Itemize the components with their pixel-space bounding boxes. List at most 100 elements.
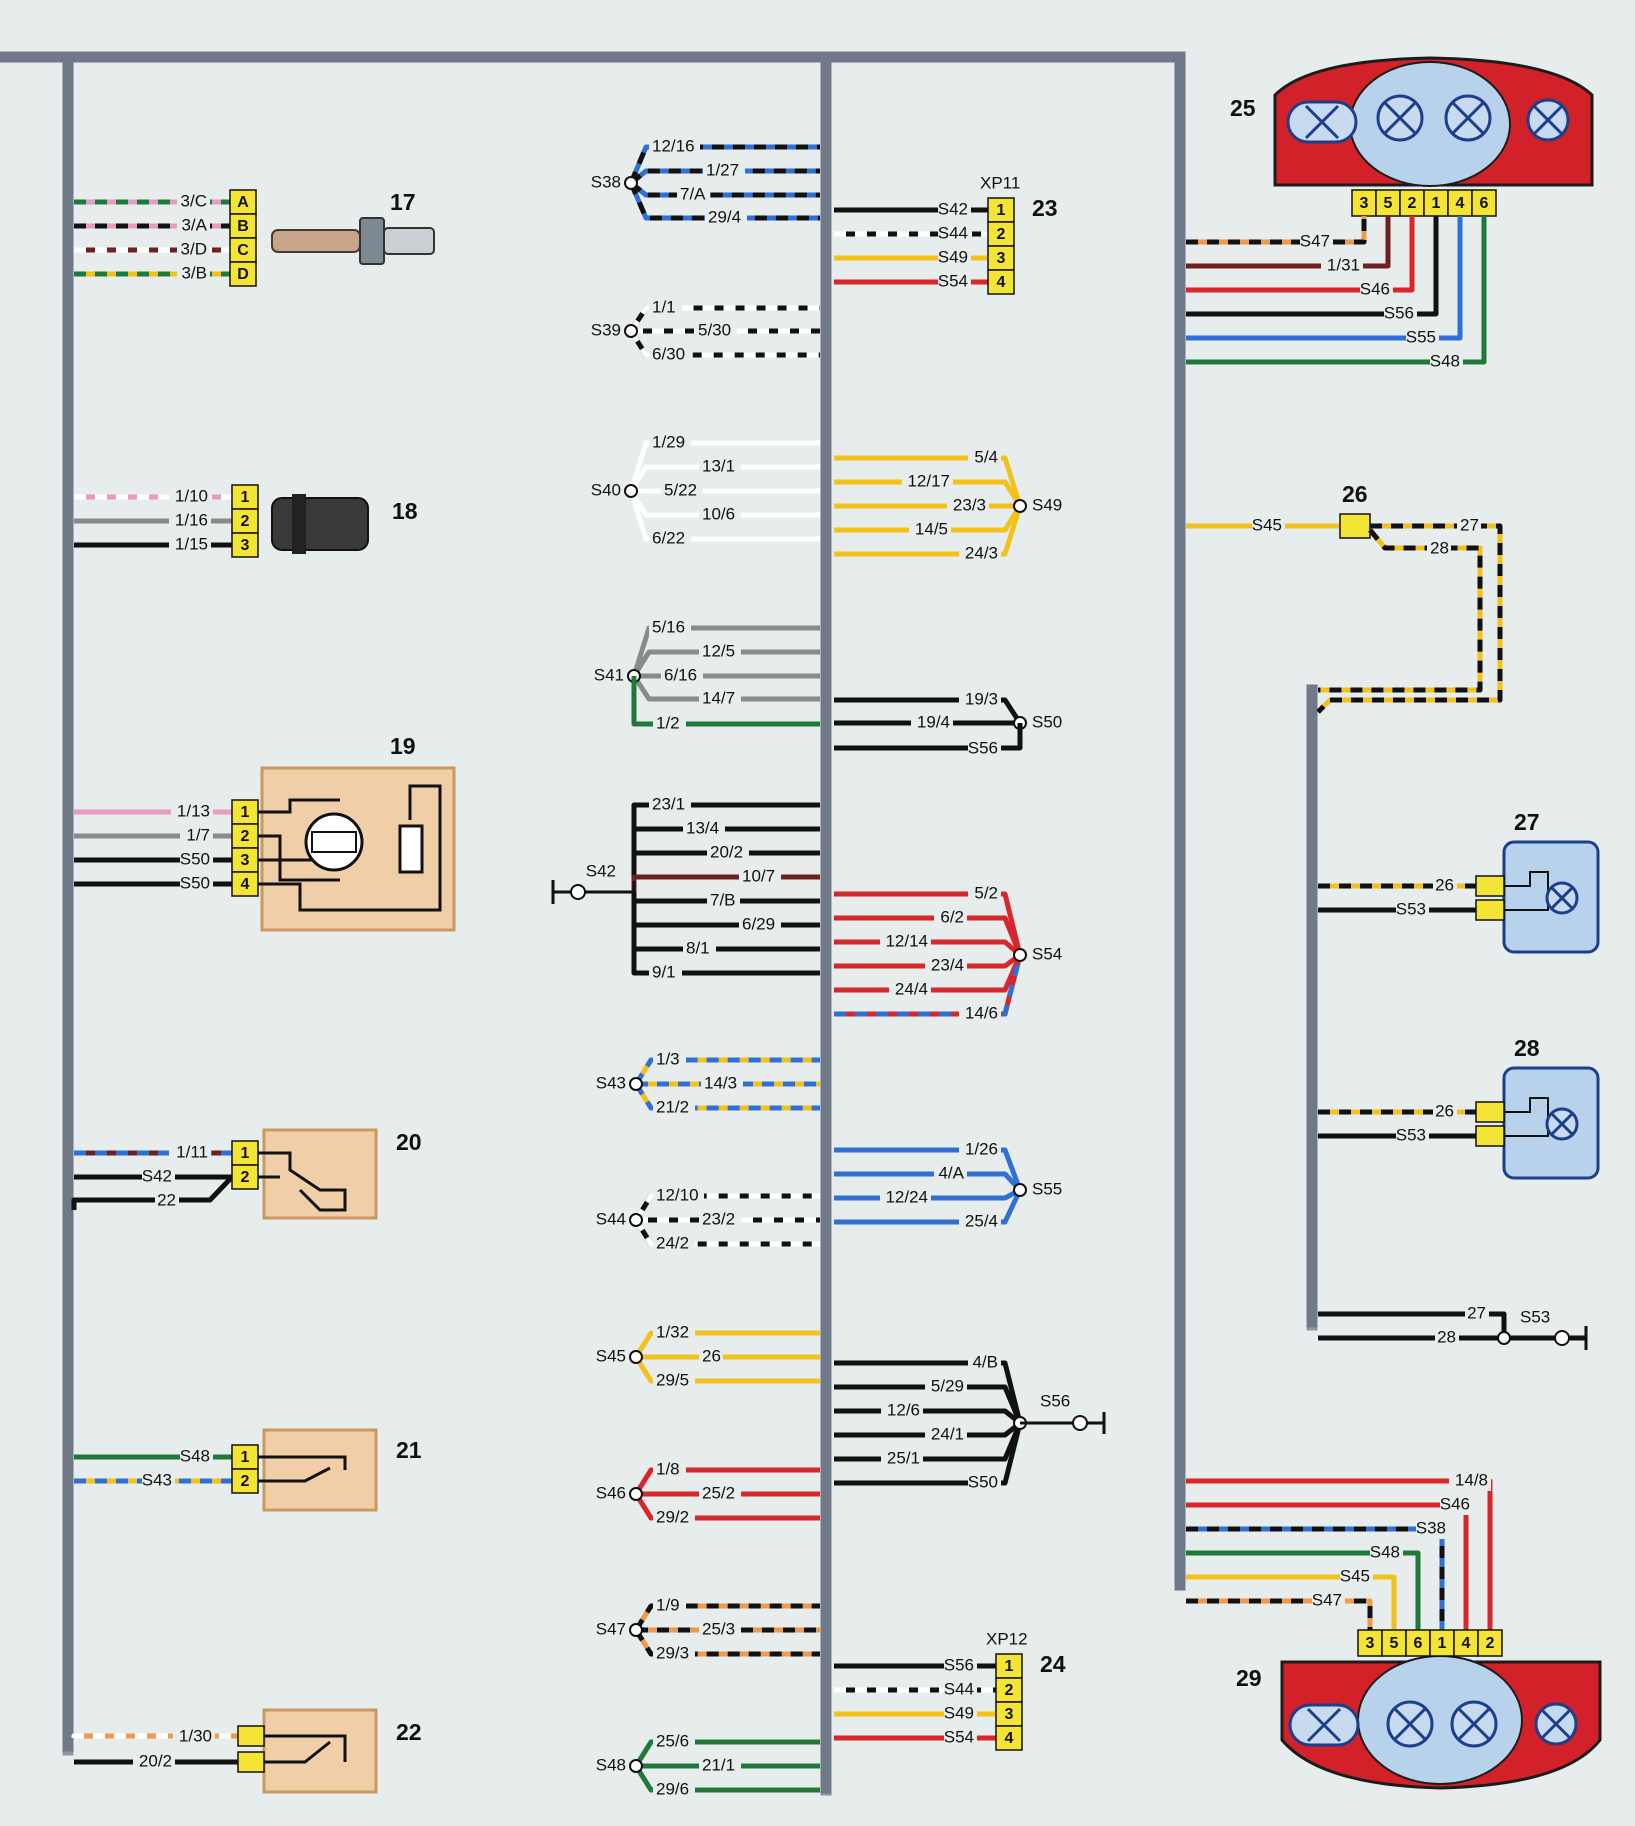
label-bg [649, 298, 682, 318]
S46-wire-label-1: 25/2 [702, 1483, 735, 1502]
S47-splice-node [629, 1623, 643, 1637]
c17-pin-B-label: B [237, 218, 249, 235]
label-bg [739, 915, 781, 935]
label-bg [959, 1212, 1001, 1232]
label-bg [1029, 713, 1062, 733]
wire-base [1186, 216, 1367, 245]
label-bg [177, 216, 210, 236]
label-bg [169, 1143, 211, 1163]
switch-22-icon [264, 1734, 347, 1764]
sensor-housing [271, 497, 369, 551]
label-bg [1517, 1308, 1550, 1328]
c20-wire-label-2: 22 [157, 1190, 176, 1209]
wire-c25-3 [1186, 216, 1439, 317]
wire-base [628, 490, 820, 542]
c17-wire-label-2: 3/D [181, 239, 207, 258]
label-bg [1440, 1495, 1473, 1515]
c18-pin-1 [231, 484, 259, 510]
component-22-box [262, 1708, 378, 1794]
wire-base [631, 674, 820, 702]
wire-S38-0 [628, 144, 820, 184]
S48-wire-label-1: 21/1 [702, 1755, 735, 1774]
c28-bulb-icon [1545, 1107, 1579, 1141]
S41-wire-label-2: 6/16 [664, 665, 697, 684]
S56-wire-label-1: 5/29 [931, 1376, 964, 1395]
XP12-label: XP12 [986, 1629, 1028, 1648]
c26-wire-label-0: S45 [1252, 515, 1282, 534]
label-bg [1029, 496, 1062, 516]
wire-S41-3 [631, 674, 820, 702]
lamp-cross-b [1383, 101, 1417, 135]
label-bg [1370, 1543, 1403, 1563]
c18-wire-label-0: 1/10 [175, 486, 208, 505]
wire-base [834, 915, 1023, 956]
label-bg [902, 472, 953, 492]
S45-wire-label-1: 26 [702, 1346, 721, 1365]
S38-splice-node [624, 176, 638, 190]
label-bg [699, 689, 741, 709]
S43-wire-label-0: 1/3 [656, 1049, 680, 1068]
wire-S49-4 [834, 505, 1023, 557]
wire-S38-3 [628, 182, 820, 221]
S46-splice-node [629, 1487, 643, 1501]
label-bg [169, 487, 211, 507]
S40-splice-label: S40 [591, 480, 621, 499]
label-bg [596, 1074, 629, 1094]
S49-wire-label-1: 12/17 [907, 471, 950, 490]
label-bg [649, 529, 691, 549]
wire-base [834, 1188, 1023, 1225]
c18-pin-1-label: 1 [241, 489, 250, 506]
c28-internal-wiring [1504, 1097, 1549, 1137]
label-bg [909, 520, 951, 540]
c26-terminal [1339, 513, 1371, 539]
wire-stripe [628, 182, 820, 221]
label-bg [944, 1704, 977, 1724]
label-bg [180, 874, 213, 894]
XP11-label: XP11 [980, 173, 1020, 192]
label-bg [947, 496, 989, 516]
label-bg [1321, 256, 1363, 276]
c29-pin-3-label: 3 [1366, 1635, 1375, 1652]
c20-wire-label-1: S42 [142, 1166, 172, 1185]
lamp-29-center [1357, 1655, 1523, 1785]
label-bg [653, 1371, 695, 1391]
S56-wire-label-0: 4/B [972, 1352, 998, 1371]
c24-wire-label-2: S49 [944, 1703, 974, 1722]
label-bg [944, 1728, 977, 1748]
S54-wire-label-1: 6/2 [940, 907, 964, 926]
S47-wire-label-2: 29/3 [656, 1643, 689, 1662]
c23-pin-3-label: 3 [997, 250, 1006, 267]
label-bg [649, 433, 691, 453]
label-bg [677, 185, 710, 205]
S44-wire-label-0: 12/10 [656, 1185, 699, 1204]
S55-splice-label: S55 [1032, 1179, 1062, 1198]
label-bg [699, 642, 741, 662]
label-bg [1449, 1471, 1491, 1491]
c22-wire-label-0: 1/30 [179, 1726, 212, 1745]
label-bg [1457, 516, 1481, 536]
component-28-number: 28 [1514, 1035, 1540, 1061]
label-bg [1384, 304, 1417, 324]
label-bg [653, 1098, 695, 1118]
label-bg [934, 1164, 967, 1184]
c25-pin-3-label: 3 [1360, 195, 1369, 212]
S42-wire-label-7: 9/1 [652, 962, 676, 981]
label-bg [596, 1620, 629, 1640]
c23-pin-1 [987, 197, 1015, 223]
S38-wire-label-0: 12/16 [652, 136, 695, 155]
wire-base [834, 891, 1023, 956]
label-bg [944, 1680, 977, 1700]
c23-pin-1-label: 1 [997, 202, 1006, 219]
label-bg [1312, 1591, 1345, 1611]
S45-splice-label: S45 [596, 1346, 626, 1365]
switch-21-icon [258, 1455, 347, 1483]
S49-wire-label-4: 24/3 [965, 543, 998, 562]
lamp-29-bulb-4-icon [1534, 1702, 1578, 1746]
c19-pin-3 [231, 847, 259, 873]
label-bg [133, 1752, 175, 1772]
c20-wire-label-0: 1/11 [176, 1142, 208, 1161]
c24-pin-4-label: 4 [1005, 1730, 1014, 1747]
wire-c25-5 [1186, 216, 1487, 365]
label-bg [968, 448, 1001, 468]
